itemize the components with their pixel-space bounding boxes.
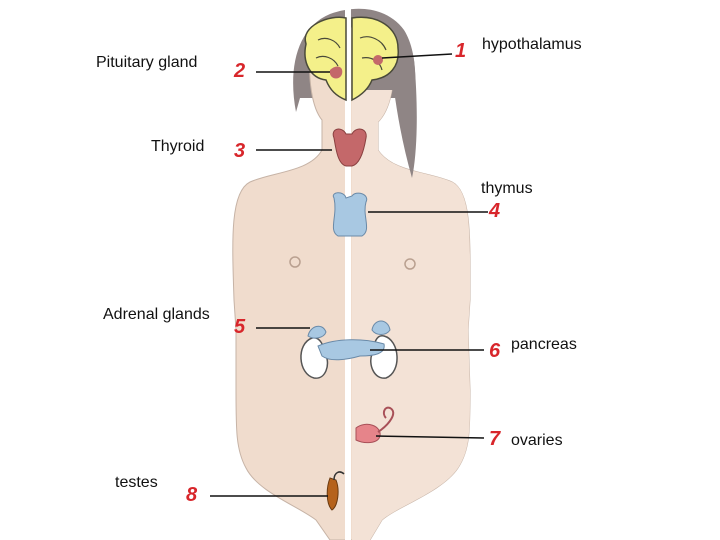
pancreas-gland xyxy=(317,339,385,361)
spermatic-cord xyxy=(333,471,345,481)
number-1: 1 xyxy=(455,40,467,62)
thyroid-gland xyxy=(332,128,367,167)
nipple-left xyxy=(289,256,301,268)
number-3: 3 xyxy=(234,140,246,162)
nipple-right xyxy=(404,258,416,270)
hypothalamus-gland xyxy=(373,55,383,65)
adrenal-right xyxy=(371,320,391,335)
label-testes: testes xyxy=(115,474,158,491)
label-hypothalamus: hypothalamus xyxy=(482,36,582,53)
adrenal-left xyxy=(307,325,327,339)
brain xyxy=(304,16,347,102)
number-8: 8 xyxy=(186,484,198,506)
thymus-gland xyxy=(332,192,368,237)
label-thymus: thymus xyxy=(481,180,533,197)
number-5: 5 xyxy=(234,316,246,338)
label-ovaries: ovaries xyxy=(511,432,563,449)
pituitary-gland xyxy=(330,66,343,79)
label-adrenal: Adrenal glands xyxy=(103,306,210,323)
female-half xyxy=(352,22,471,540)
number-2: 2 xyxy=(234,60,246,82)
ovary-gland xyxy=(355,423,381,444)
label-pituitary: Pituitary gland xyxy=(96,54,198,71)
number-4: 4 xyxy=(489,200,501,222)
center-divider xyxy=(345,0,351,540)
label-thyroid: Thyroid xyxy=(151,138,205,155)
fallopian-tube xyxy=(377,406,395,433)
testis-gland xyxy=(326,477,339,511)
label-pancreas: pancreas xyxy=(511,336,577,353)
number-7: 7 xyxy=(489,428,501,450)
brain-folds xyxy=(315,36,387,71)
number-6: 6 xyxy=(489,340,501,362)
pointer-lines xyxy=(210,53,488,497)
